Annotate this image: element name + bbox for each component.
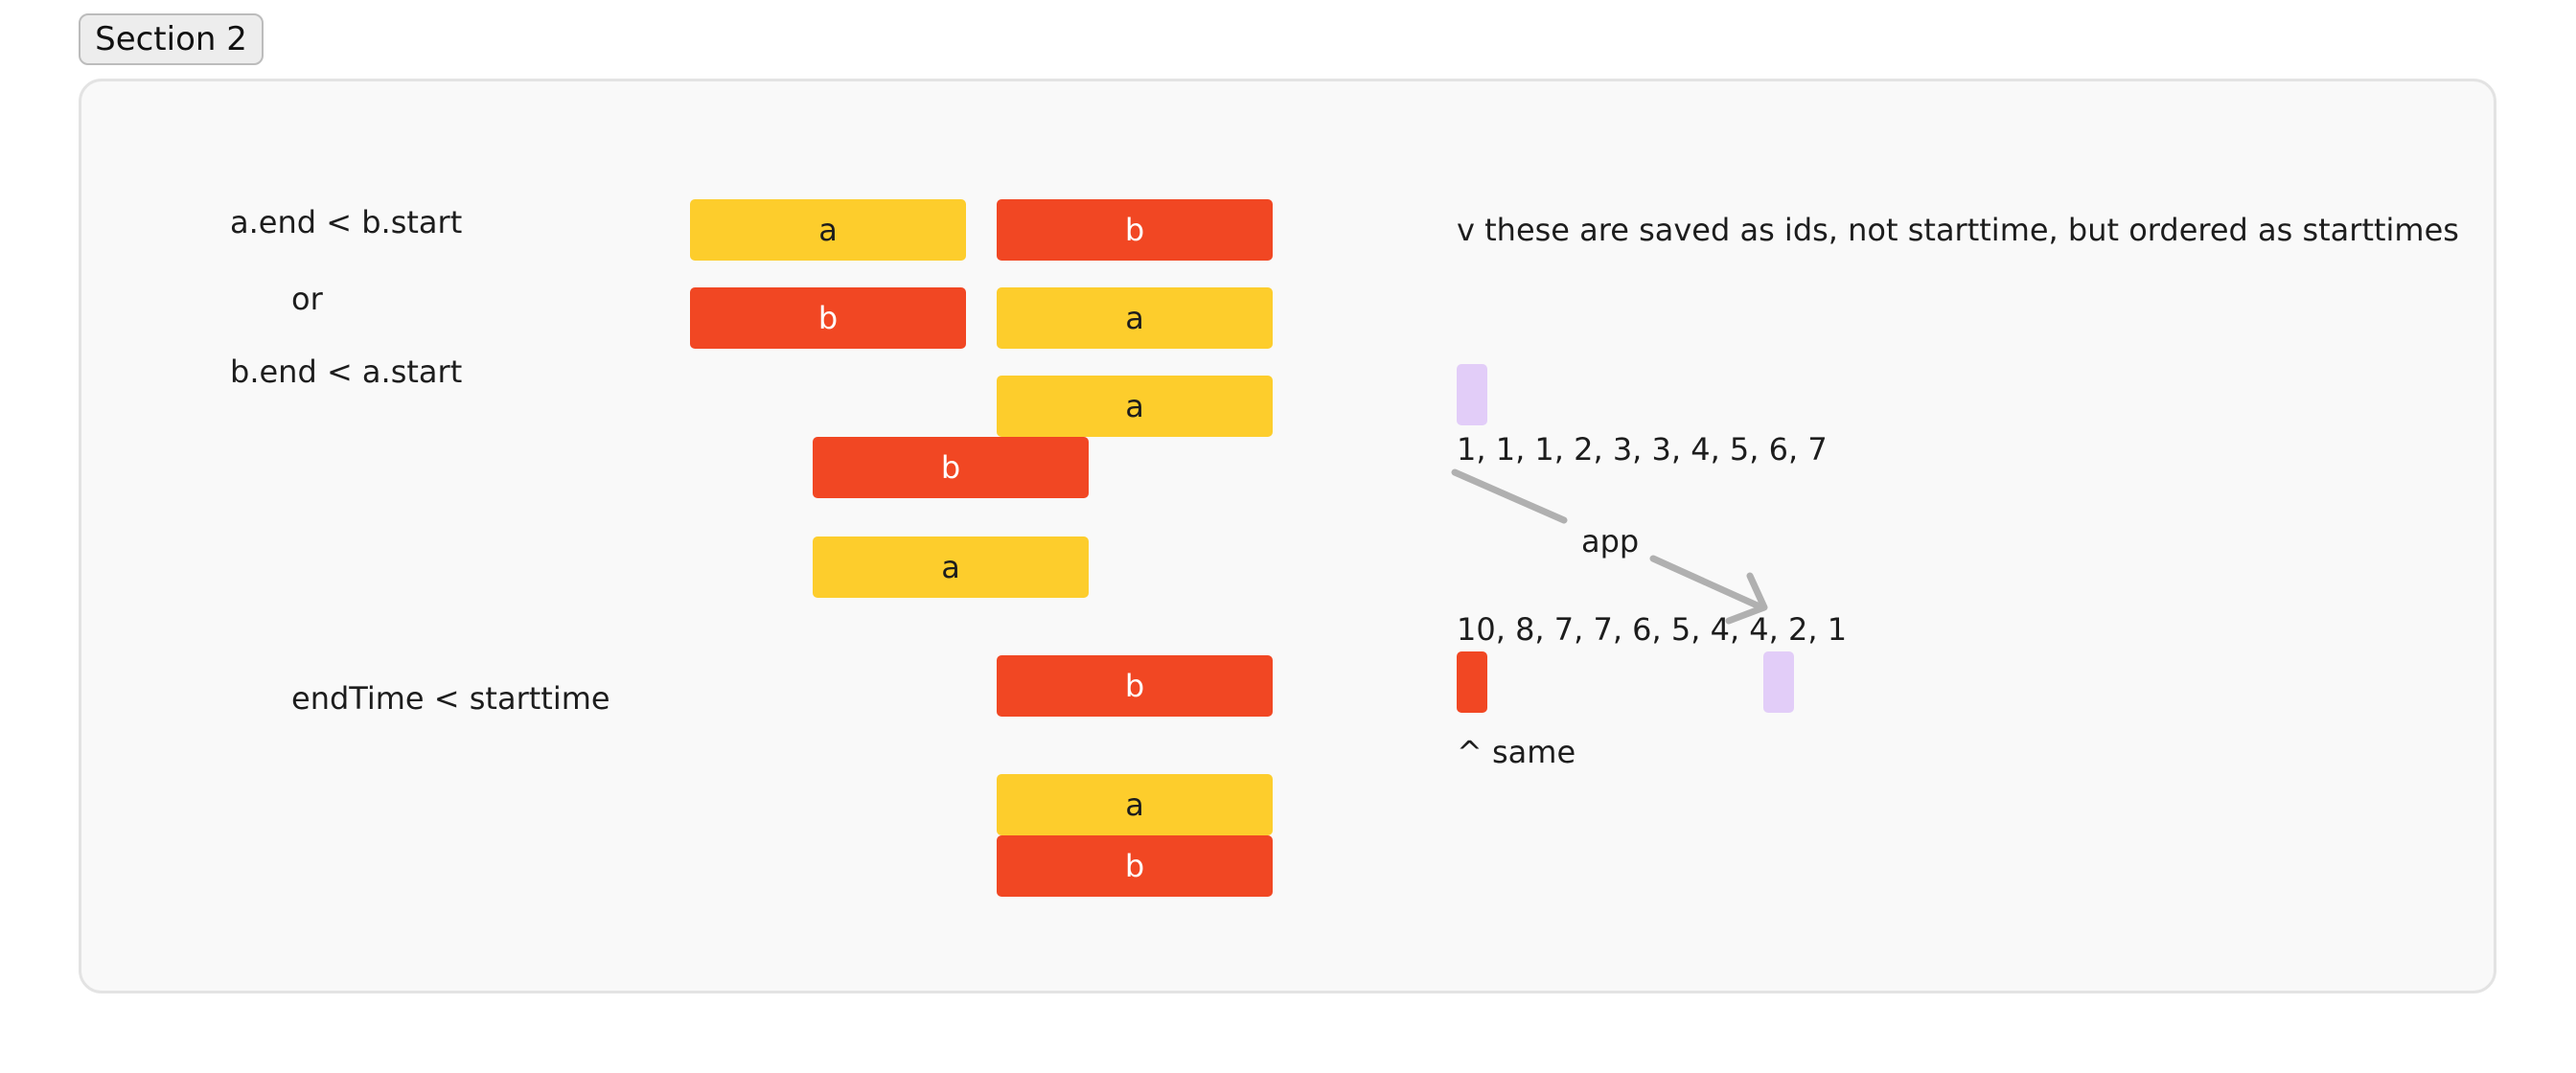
same-note: ^ same <box>1457 734 1576 770</box>
block-a: a <box>997 376 1273 437</box>
canvas-frame <box>79 79 2496 993</box>
arrow-shaft <box>1649 555 1765 611</box>
block-b: b <box>997 199 1273 261</box>
sequence-ascending: 1, 1, 1, 2, 3, 3, 4, 5, 6, 7 <box>1457 431 1828 468</box>
marker-red <box>1457 651 1487 713</box>
block-b: b <box>690 287 966 349</box>
block-b: b <box>813 437 1089 498</box>
condition-b-before-a: b.end < a.start <box>230 354 463 390</box>
or-label: or <box>291 281 323 317</box>
block-a: a <box>813 536 1089 598</box>
block-b: b <box>997 835 1273 897</box>
block-a: a <box>997 774 1273 835</box>
condition-a-before-b: a.end < b.start <box>230 204 463 240</box>
sequence-descending: 10, 8, 7, 7, 6, 5, 4, 4, 2, 1 <box>1457 611 1848 648</box>
arrow-tail-line <box>1451 468 1568 524</box>
section-label[interactable]: Section 2 <box>79 13 264 65</box>
arrow-head-icon <box>1725 572 1768 625</box>
block-a: a <box>690 199 966 261</box>
app-label: app <box>1581 523 1640 559</box>
marker-lavender <box>1457 364 1487 425</box>
block-b: b <box>997 655 1273 717</box>
marker-lavender <box>1763 651 1794 713</box>
endtime-condition: endTime < starttime <box>291 680 610 717</box>
ordering-note: v these are saved as ids, not starttime,… <box>1457 212 2459 248</box>
block-a: a <box>997 287 1273 349</box>
